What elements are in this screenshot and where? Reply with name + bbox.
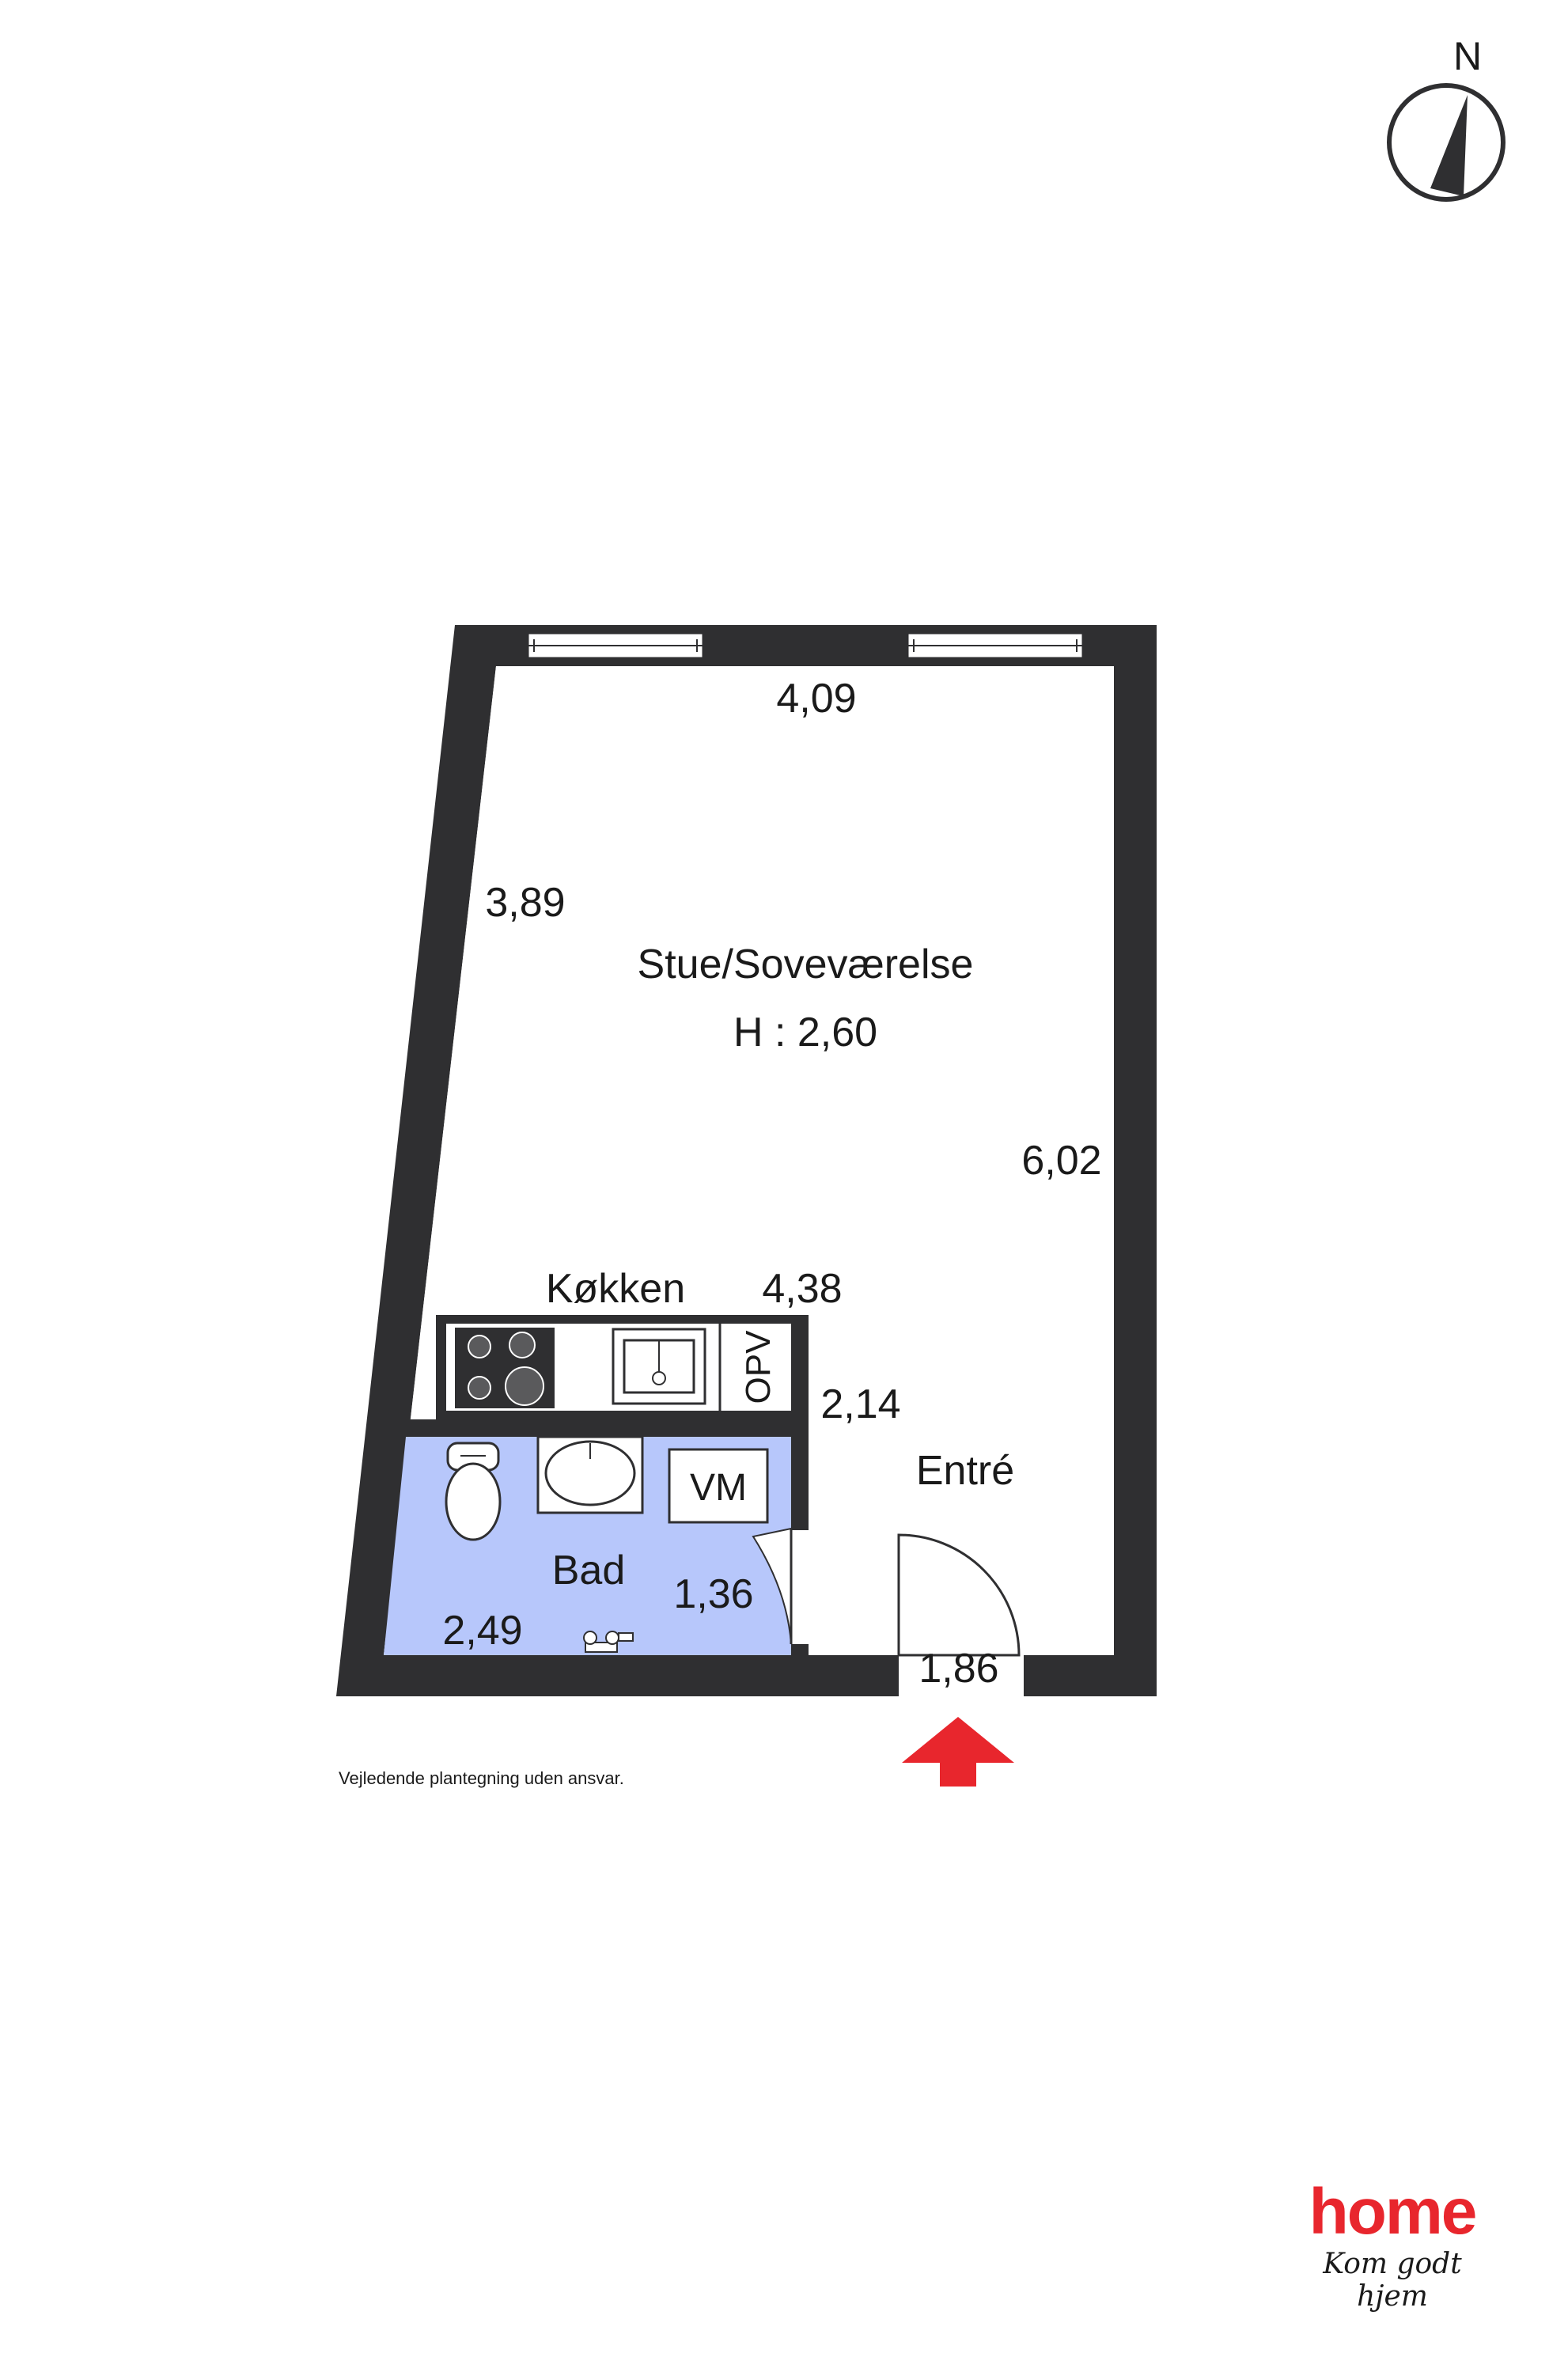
dimension-top: 4,09 <box>776 676 856 722</box>
stove-icon <box>455 1328 555 1408</box>
brand-name: home <box>1309 2176 1478 2248</box>
window-left <box>526 631 705 660</box>
brand-tagline: Kom godt hjem <box>1323 2248 1462 2313</box>
dimension-right: 6,02 <box>1021 1138 1101 1184</box>
room-height-label: H : 2,60 <box>733 1010 877 1055</box>
room-label-kitchen: Køkken <box>546 1266 685 1312</box>
entry-arrow-icon <box>902 1717 1014 1787</box>
dimension-door: 1,86 <box>918 1646 998 1692</box>
dimension-kitchen-width: 4,38 <box>762 1266 842 1312</box>
entrance-door-icon <box>897 1533 1024 1696</box>
disclaimer-text: Vejledende plantegning uden ansvar. <box>339 1768 624 1788</box>
bath-door-icon <box>752 1527 793 1645</box>
dimension-left: 3,89 <box>485 880 565 926</box>
bath-wall-stub <box>791 1644 809 1655</box>
storage-label: OPV <box>739 1330 778 1404</box>
compass-label: N <box>1453 34 1482 78</box>
dimension-bath-small: 1,36 <box>673 1571 753 1617</box>
north-compass-icon <box>1387 83 1506 202</box>
bath-top-wall <box>406 1419 808 1437</box>
dimension-bath-width: 2,49 <box>442 1608 522 1654</box>
washing-machine-label: VM <box>690 1467 747 1509</box>
washbasin-icon <box>536 1435 644 1514</box>
kitchen-sink-icon <box>612 1328 706 1405</box>
dimension-entry-width: 2,14 <box>820 1381 900 1427</box>
room-label-living: Stue/Soveværelse <box>638 942 974 987</box>
toilet-icon <box>445 1442 502 1541</box>
window-right <box>906 631 1085 660</box>
shower-mixer-icon <box>583 1631 634 1653</box>
room-label-bath: Bad <box>552 1548 626 1593</box>
bath-right-wall <box>791 1315 809 1530</box>
room-label-entry: Entré <box>916 1448 1014 1494</box>
washing-machine-icon <box>668 1448 769 1524</box>
brand-logo: home Kom godt hjem <box>1290 2180 1495 2313</box>
